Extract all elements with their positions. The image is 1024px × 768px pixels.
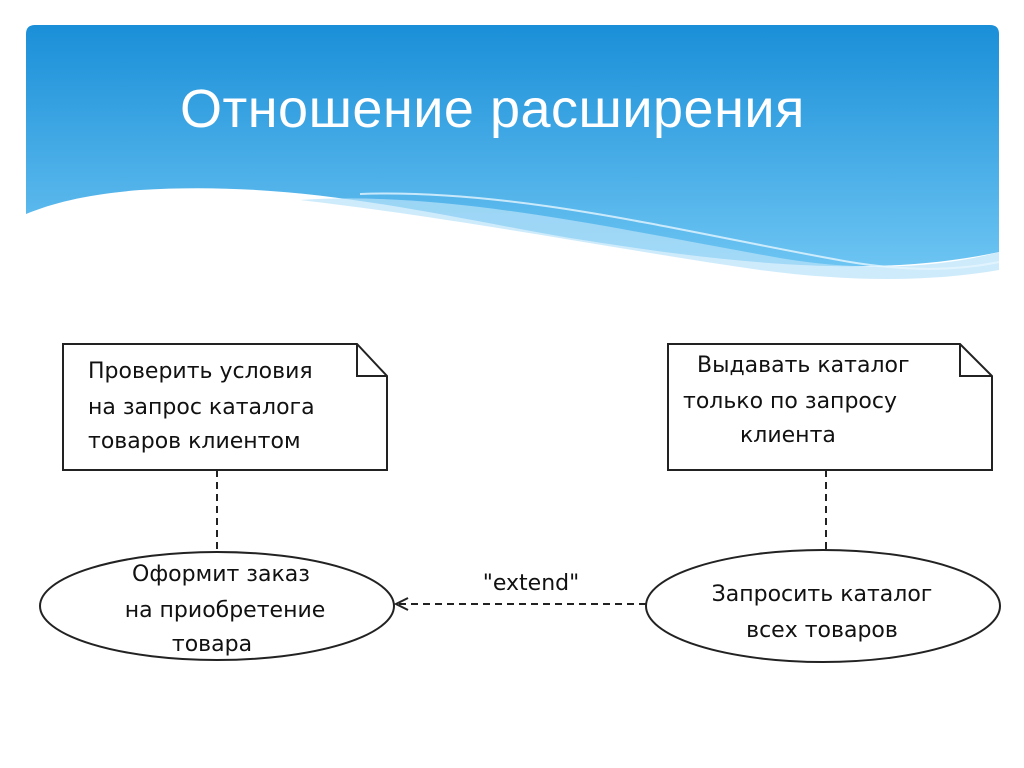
note-right-border [667, 343, 993, 471]
note-left-fold [356, 344, 387, 377]
note-left-border [62, 343, 388, 471]
usecase-left-ellipse [39, 551, 395, 661]
extend-arrowhead-icon [393, 597, 409, 611]
banner-wave-line [359, 192, 1000, 270]
header-banner [26, 25, 1000, 279]
note-right-line-1: Выдавать каталог [697, 353, 910, 378]
usecase-left-line-2: на приобретение [125, 598, 326, 623]
usecase-left-line-3: товара [172, 632, 252, 657]
note-left-line-1: Проверить условия [88, 359, 313, 384]
banner-shape [26, 25, 999, 267]
note-left-line-2: на запрос каталога [88, 395, 315, 420]
usecase-right: Запросить каталог всех товаров [645, 549, 1001, 663]
note-left: Проверить условия на запрос каталога тов… [62, 343, 388, 471]
note-right: Выдавать каталог только по запросу клиен… [667, 343, 993, 471]
note-right-line-2: только по запросу [683, 389, 897, 414]
usecase-left: Оформит заказ на приобретение товара [39, 551, 395, 661]
note-right-line-3: клиента [740, 423, 836, 448]
usecase-right-line-1: Запросить каталог [712, 582, 933, 607]
usecase-right-ellipse [645, 549, 1001, 663]
slide-title: Отношение расширения [180, 79, 805, 139]
banner-wave-light [300, 198, 999, 279]
extend-relationship: "extend" [393, 571, 646, 611]
usecase-left-line-1: Оформит заказ [132, 562, 310, 587]
note-left-line-3: товаров клиентом [88, 429, 301, 454]
usecase-right-line-2: всех товаров [746, 618, 898, 643]
extend-label: "extend" [483, 571, 579, 596]
note-right-fold [959, 344, 992, 377]
